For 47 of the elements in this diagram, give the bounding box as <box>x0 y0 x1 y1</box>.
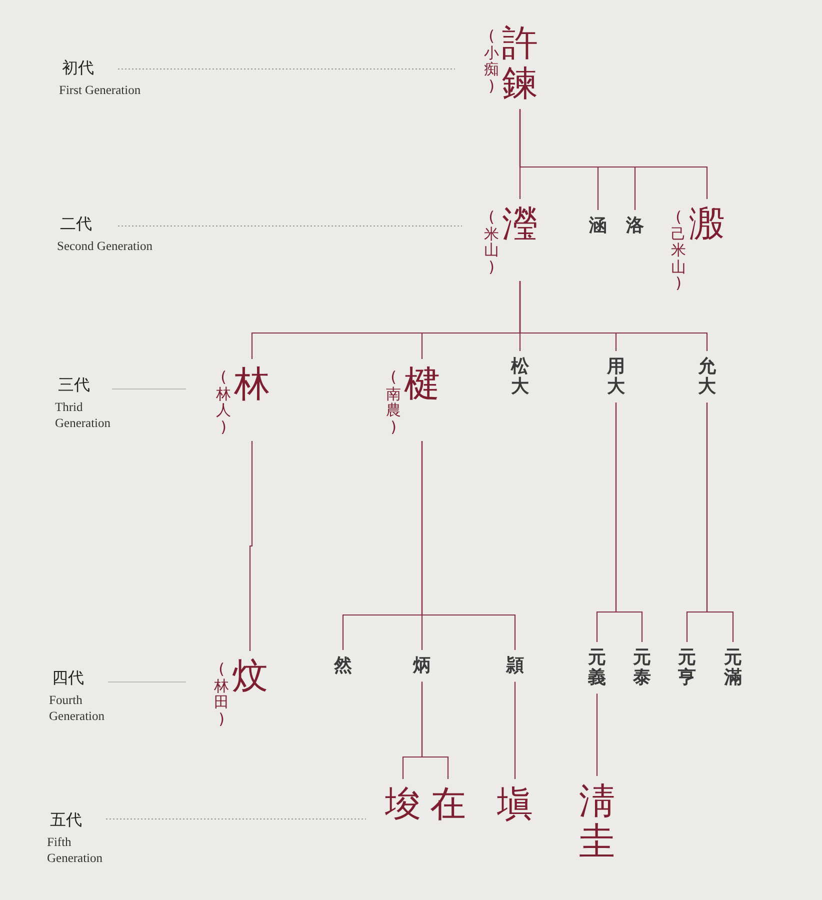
pen-name: (小痴) <box>484 28 499 94</box>
generation-label: Fifth Generation <box>47 834 104 866</box>
pen-name: (南農) <box>386 369 401 435</box>
person-name: 炆 <box>232 657 268 697</box>
lineage-line <box>596 694 598 776</box>
person-name: 元滿 <box>724 648 742 688</box>
person-name: 埈 <box>385 785 421 825</box>
person-name: 元泰 <box>633 648 651 688</box>
person-name: 溵 <box>689 205 725 245</box>
pen-name: (米山) <box>484 209 499 275</box>
generation-label: 三代 <box>58 375 90 396</box>
person-name: 元亨 <box>678 648 696 688</box>
person-name: 塡 <box>497 785 533 825</box>
generation-label: 五代 <box>50 810 82 831</box>
lineage-line <box>519 109 708 199</box>
lineage-line <box>615 402 643 642</box>
generation-label: First Generation <box>59 82 142 98</box>
person-name: 用大 <box>607 357 625 397</box>
person-name: 淸圭 <box>579 782 615 862</box>
person-name: 松大 <box>511 357 529 397</box>
generation-label: Fourth Generation <box>49 692 106 724</box>
person-name: 頴 <box>506 656 524 676</box>
person-name: 洛 <box>626 216 644 236</box>
person-name: 許鍊 <box>502 24 538 104</box>
person-name: 瀅 <box>502 205 538 245</box>
pen-name: (己米山) <box>671 209 686 292</box>
lineage-line <box>421 682 449 779</box>
pen-name: (林田) <box>214 661 229 727</box>
lineage-line <box>519 281 708 351</box>
person-name: 炳 <box>413 656 431 676</box>
generation-label: Second Generation <box>57 238 154 254</box>
person-name: 允大 <box>698 357 716 397</box>
lineage-line <box>421 441 516 650</box>
generation-label: Thrid Generation <box>55 399 112 432</box>
generation-label: 初代 <box>62 58 94 79</box>
lineage-line <box>514 682 516 779</box>
pen-name: (林人) <box>216 369 231 435</box>
person-name: 涵 <box>589 216 607 236</box>
person-name: 楗 <box>404 365 440 405</box>
lineage-line <box>249 441 253 651</box>
person-name: 林 <box>234 365 270 405</box>
person-name: 然 <box>334 656 352 676</box>
generation-label: 四代 <box>52 668 84 689</box>
person-name: 元義 <box>588 648 606 688</box>
person-name: 在 <box>430 785 466 825</box>
lineage-line <box>706 402 734 642</box>
generation-label: 二代 <box>60 214 92 235</box>
